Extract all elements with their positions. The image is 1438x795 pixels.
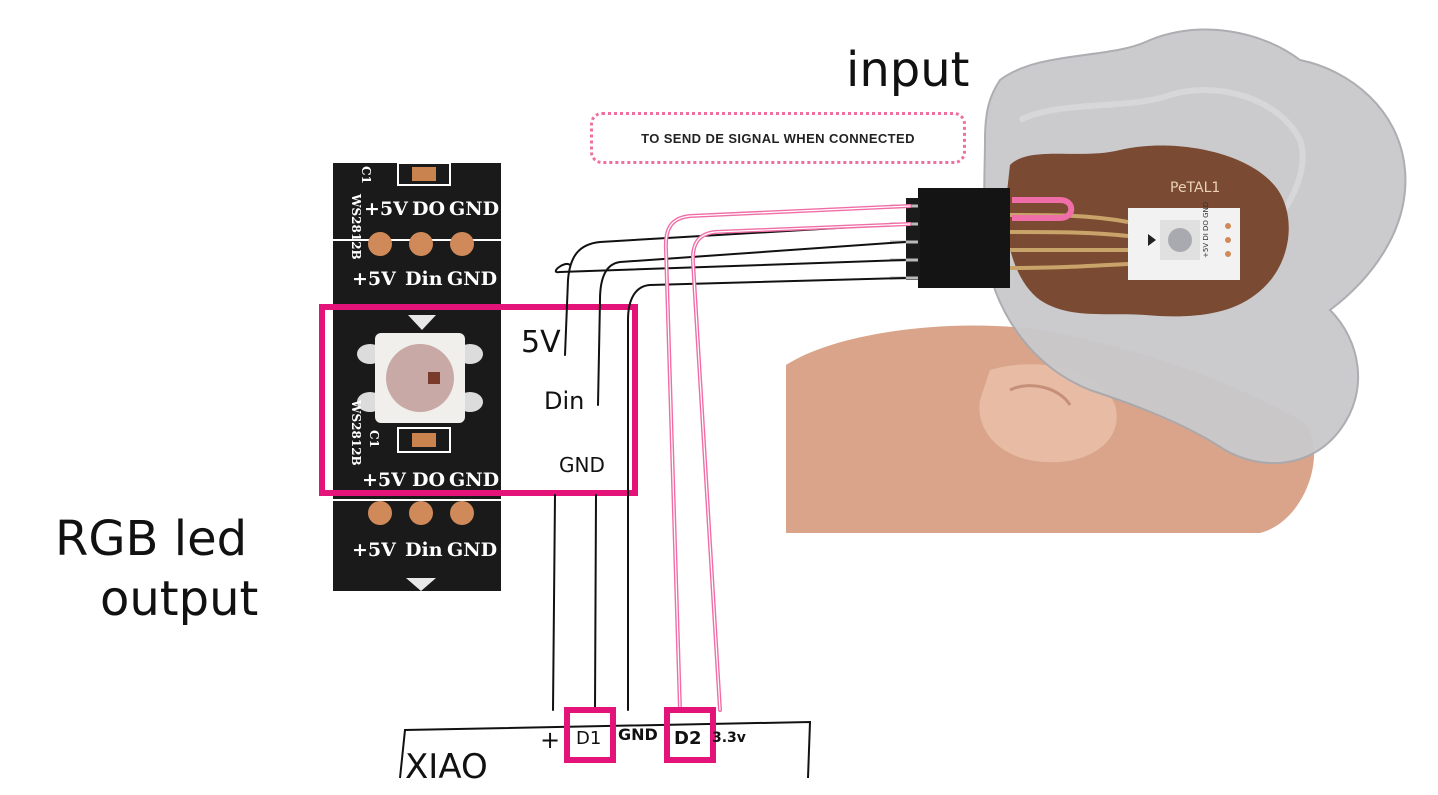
- strip-row-in-top-din: Din: [405, 268, 443, 290]
- signal-note-text: TO SEND DE SIGNAL WHEN CONNECTED: [641, 130, 915, 146]
- strip-row-in-bot-din: Din: [405, 539, 443, 561]
- d1-highlight-box: [564, 707, 616, 763]
- xiao-label: XIAO: [405, 747, 488, 787]
- solder-pad: [409, 501, 433, 525]
- wire-label-5v: 5V: [521, 325, 561, 360]
- xiao-board: XIAO + D1 GND D2 3.3v: [399, 707, 812, 787]
- strip-row-out-top-5v: +5V: [364, 198, 409, 220]
- solder-pad: [409, 232, 433, 256]
- strip-row-in-top-5v: +5V: [352, 268, 397, 290]
- wire-label-din: Din: [544, 387, 584, 415]
- solder-pad: [450, 232, 474, 256]
- solder-pad: [450, 501, 474, 525]
- petal-silk-label: PeTAL1: [1170, 180, 1220, 196]
- petal-pin-labels: +5V DI DO GND: [1202, 202, 1210, 258]
- xiao-pin-plus: +: [540, 726, 560, 754]
- rgb-label-line2: output: [100, 571, 258, 627]
- strip-row-out-top-do: DO: [412, 198, 445, 220]
- wire-label-gnd: GND: [559, 453, 605, 477]
- arrow-down-icon: [406, 578, 436, 591]
- strip-row-out-mid-gnd: GND: [449, 469, 499, 491]
- strip-row-out-top-gnd: GND: [449, 198, 499, 220]
- signal-note: TO SEND DE SIGNAL WHEN CONNECTED: [590, 112, 966, 164]
- led-strip: +5V DO GND WS2812B C1 +5V Din GND WS2812…: [333, 162, 501, 591]
- strip-cap-top: C1: [359, 166, 373, 184]
- strip-row-in-top-gnd: GND: [447, 268, 497, 290]
- strip-model-mid: WS2812B: [349, 399, 363, 466]
- strip-row-in-bot-5v: +5V: [352, 539, 397, 561]
- xiao-pin-3v3: 3.3v: [712, 730, 746, 746]
- strip-model-top: WS2812B: [349, 193, 363, 260]
- solder-pad: [368, 232, 392, 256]
- xiao-pin-gnd: GND: [618, 725, 658, 744]
- strip-row-in-bot-gnd: GND: [447, 539, 497, 561]
- xiao-pin-d1: D1: [576, 728, 601, 749]
- rgb-led-chip: [357, 333, 483, 423]
- solder-pad: [368, 501, 392, 525]
- petal-photo: PeTAL1 +5V DI DO GND: [786, 28, 1407, 533]
- d2-highlight-box: [664, 707, 716, 763]
- strip-row-out-mid-do: DO: [412, 469, 445, 491]
- wires: [552, 204, 912, 712]
- input-label: input: [846, 42, 969, 98]
- strip-row-out-mid-5v: +5V: [362, 469, 407, 491]
- pin-header: [918, 188, 1010, 288]
- led-highlight-box: [319, 304, 638, 496]
- arrow-down-icon: [408, 315, 436, 330]
- strip-cap-mid: C1: [367, 430, 381, 448]
- rgb-label-line1: RGB led: [55, 511, 247, 567]
- xiao-pin-d2: D2: [674, 728, 701, 749]
